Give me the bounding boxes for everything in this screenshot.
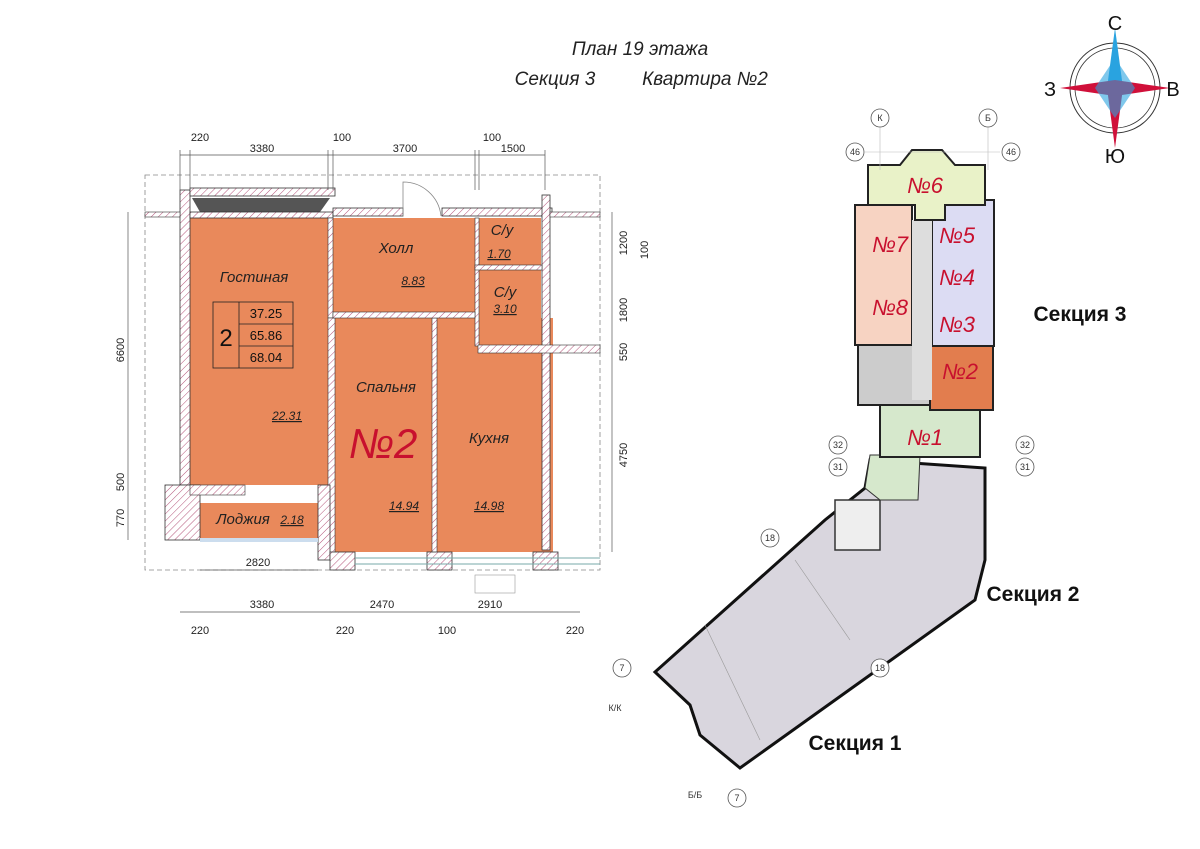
room-loggia xyxy=(200,503,318,538)
room-area-kitchen: 14.98 xyxy=(474,499,504,513)
room-name-living: Гостиная xyxy=(220,269,289,286)
room-name-kitchen: Кухня xyxy=(469,430,509,447)
dim-wall-3: 220 xyxy=(566,625,584,637)
room-name-loggia: Лоджия xyxy=(215,511,270,528)
room-kitchen xyxy=(437,318,553,552)
section-3-label: Секция 3 xyxy=(1034,303,1127,326)
axis-32-left: 32 xyxy=(833,440,843,450)
dim-bottom-0: 3380 xyxy=(250,599,274,611)
dim-left-2: 770 xyxy=(115,509,127,527)
axis-31-right: 31 xyxy=(1020,462,1030,472)
dim-top-3: 3700 xyxy=(393,143,417,155)
room-area-bedroom: 14.94 xyxy=(389,499,419,513)
axis-18-top: 18 xyxy=(765,533,775,543)
total-area: 65.86 xyxy=(250,328,283,343)
dim-right-2: 1800 xyxy=(618,298,630,322)
axis-markers xyxy=(612,108,1035,808)
dim-top-2: 100 xyxy=(333,132,351,144)
title-line1: План 19 этажа xyxy=(572,39,708,60)
unit-4: №4 xyxy=(939,265,975,290)
apartment-number: №2 xyxy=(349,420,418,467)
dim-wall-0: 220 xyxy=(191,625,209,637)
room-area-wc1: 1.70 xyxy=(487,247,511,261)
compass-south: Ю xyxy=(1105,146,1125,168)
axis-b: Б xyxy=(985,113,991,123)
room-wc1 xyxy=(479,218,541,265)
unit-2: №2 xyxy=(942,359,978,384)
compass-east: В xyxy=(1166,79,1179,101)
area-table xyxy=(212,301,294,369)
axis-kk: К/К xyxy=(609,703,623,713)
unit-7: №7 xyxy=(872,232,909,257)
dim-right-4: 4750 xyxy=(618,443,630,467)
axis-7-left: 7 xyxy=(619,663,624,673)
dim-top-5: 1500 xyxy=(501,143,525,155)
axis-46-right: 46 xyxy=(1006,147,1016,157)
dim-left-0: 6600 xyxy=(115,338,127,362)
dim-wall-1: 220 xyxy=(336,625,354,637)
dim-wall-2: 100 xyxy=(438,625,456,637)
dim-bottom-inner: 2820 xyxy=(246,557,270,569)
site-plan xyxy=(652,125,1000,770)
axis-k: К xyxy=(877,113,883,123)
room-area-living: 22.31 xyxy=(271,409,302,423)
axis-31-left: 31 xyxy=(833,462,843,472)
dimension-lines xyxy=(127,150,613,613)
section-1-label: Секция 1 xyxy=(809,732,902,755)
room-area-hall: 8.83 xyxy=(401,274,425,288)
axis-46-left: 46 xyxy=(850,147,860,157)
room-name-wc2: С/у xyxy=(494,284,518,301)
dim-left-1: 500 xyxy=(115,473,127,491)
room-area-loggia: 2.18 xyxy=(279,513,304,527)
total-area-with-loggia: 68.04 xyxy=(250,350,283,365)
dim-top-4: 100 xyxy=(483,132,501,144)
unit-3: №3 xyxy=(939,312,976,337)
axis-32-right: 32 xyxy=(1020,440,1030,450)
room-hall xyxy=(333,218,475,312)
unit-1: №1 xyxy=(907,425,943,450)
unit-5: №5 xyxy=(939,223,976,248)
section-2-label: Секция 2 xyxy=(987,583,1080,606)
room-bedroom xyxy=(335,318,432,552)
rooms-count: 2 xyxy=(219,325,232,352)
dim-top-0: 220 xyxy=(191,132,209,144)
room-area-wc2: 3.10 xyxy=(493,302,517,316)
dim-bottom-1: 2470 xyxy=(370,599,394,611)
axis-bb: Б/Б xyxy=(688,790,702,800)
living-area: 37.25 xyxy=(250,306,283,321)
compass-rose-icon xyxy=(1060,28,1170,148)
title-section: Секция 3 xyxy=(515,69,596,90)
axis-18-bottom: 18 xyxy=(875,663,885,673)
room-name-bedroom: Спальня xyxy=(356,379,416,396)
room-name-wc1: С/у xyxy=(491,222,515,239)
apartment-plan xyxy=(144,174,601,594)
dim-right-1: 100 xyxy=(639,241,651,259)
unit-8: №8 xyxy=(872,295,909,320)
room-name-hall: Холл xyxy=(378,240,414,257)
axis-7-bottom: 7 xyxy=(734,793,739,803)
dim-top-1: 3380 xyxy=(250,143,274,155)
dim-right-3: 550 xyxy=(618,343,630,361)
title-apartment: Квартира №2 xyxy=(642,69,768,90)
dim-right-0: 1200 xyxy=(618,231,630,255)
unit-6: №6 xyxy=(907,173,944,198)
compass-north: С xyxy=(1108,13,1122,35)
dim-bottom-2: 2910 xyxy=(478,599,502,611)
compass-west: З xyxy=(1044,79,1056,101)
